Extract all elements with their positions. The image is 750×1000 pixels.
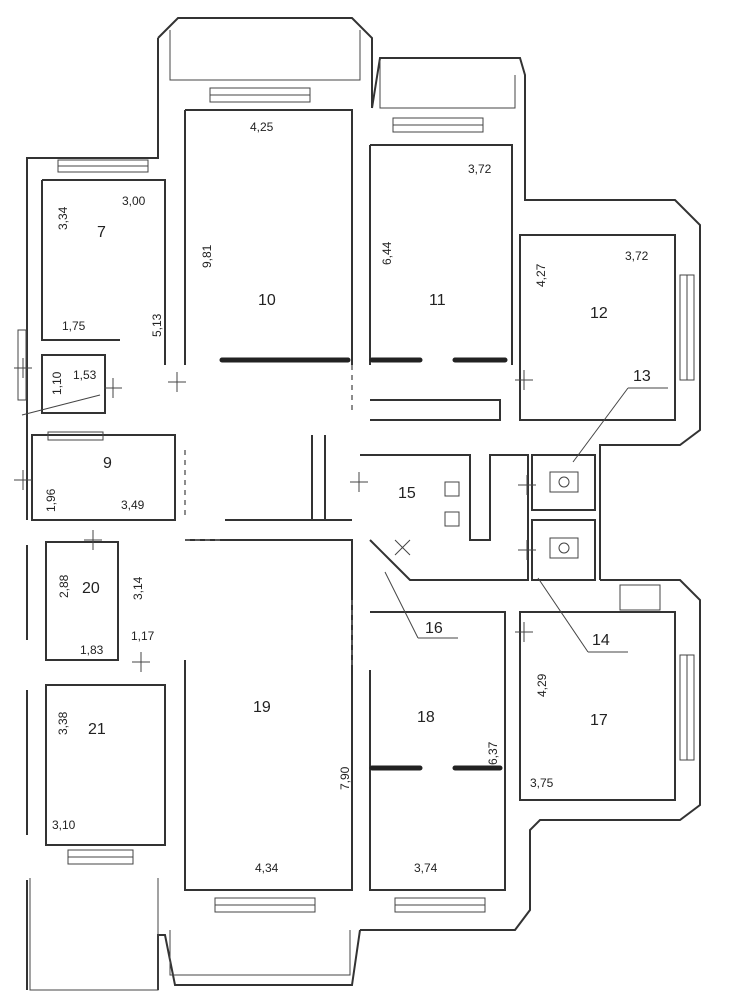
room-7-dim-1: 3,34 [56, 206, 70, 230]
room-11-dim-1: 3,72 [468, 162, 492, 176]
outer-walls [26, 17, 701, 990]
room-12-dim-2: 3,72 [625, 249, 649, 263]
leader-lines [21, 387, 668, 653]
room-10-number: 10 [258, 292, 276, 309]
room-17-dim-1: 4,29 [535, 673, 549, 697]
room-9-number: 9 [103, 455, 112, 472]
room-10-dim-1: 4,25 [250, 120, 274, 134]
room-11-number: 11 [429, 292, 446, 309]
room-8-dim-2: 1,53 [73, 368, 97, 382]
room-19-dim-1: 7,90 [338, 766, 352, 790]
room-12-number: 12 [590, 305, 608, 322]
fixtures [47, 431, 579, 559]
room-21-dim-2: 1,17 [131, 629, 155, 643]
windows [17, 87, 695, 913]
room-14-number: 14 [592, 632, 610, 649]
room-19-dim-2: 4,34 [255, 861, 279, 875]
room-9-dim-2: 3,49 [121, 498, 145, 512]
room-20-number: 20 [82, 580, 100, 597]
room-9-dim-1: 1,96 [44, 488, 58, 512]
room-19-number: 19 [253, 699, 271, 716]
door-marks [14, 358, 536, 672]
room-10-dim-2: 9,81 [200, 244, 214, 268]
room-18-dim-2: 3,74 [414, 861, 438, 875]
room-17-dim-2: 3,75 [530, 776, 554, 790]
room-7-dim-2: 3,00 [122, 194, 146, 208]
room-20-dim-3: 1,83 [80, 643, 104, 657]
room-18-number: 18 [417, 709, 435, 726]
room-7-dim-4: 5,13 [150, 313, 164, 337]
room-11-dim-2: 6,44 [380, 241, 394, 265]
room-12-dim-1: 4,27 [534, 263, 548, 287]
room-21-dim-1: 3,38 [56, 711, 70, 735]
room-outlines [31, 109, 676, 891]
room-8-dim-1: 1,10 [50, 371, 64, 395]
room-20-dim-1: 2,88 [57, 574, 71, 598]
room-7-dim-3: 1,75 [62, 319, 86, 333]
room-7-number: 7 [97, 224, 106, 241]
room-20-dim-2: 3,14 [131, 576, 145, 600]
room-18-dim-1: 6,37 [486, 741, 500, 765]
room-17-number: 17 [590, 712, 608, 729]
balconies [29, 30, 516, 991]
openings [184, 357, 508, 771]
room-21-dim-3: 3,10 [52, 818, 76, 832]
room-16-number: 16 [425, 620, 443, 637]
room-21-number: 21 [88, 721, 106, 738]
room-15-number: 15 [398, 485, 416, 502]
room-13-number: 13 [633, 368, 651, 385]
